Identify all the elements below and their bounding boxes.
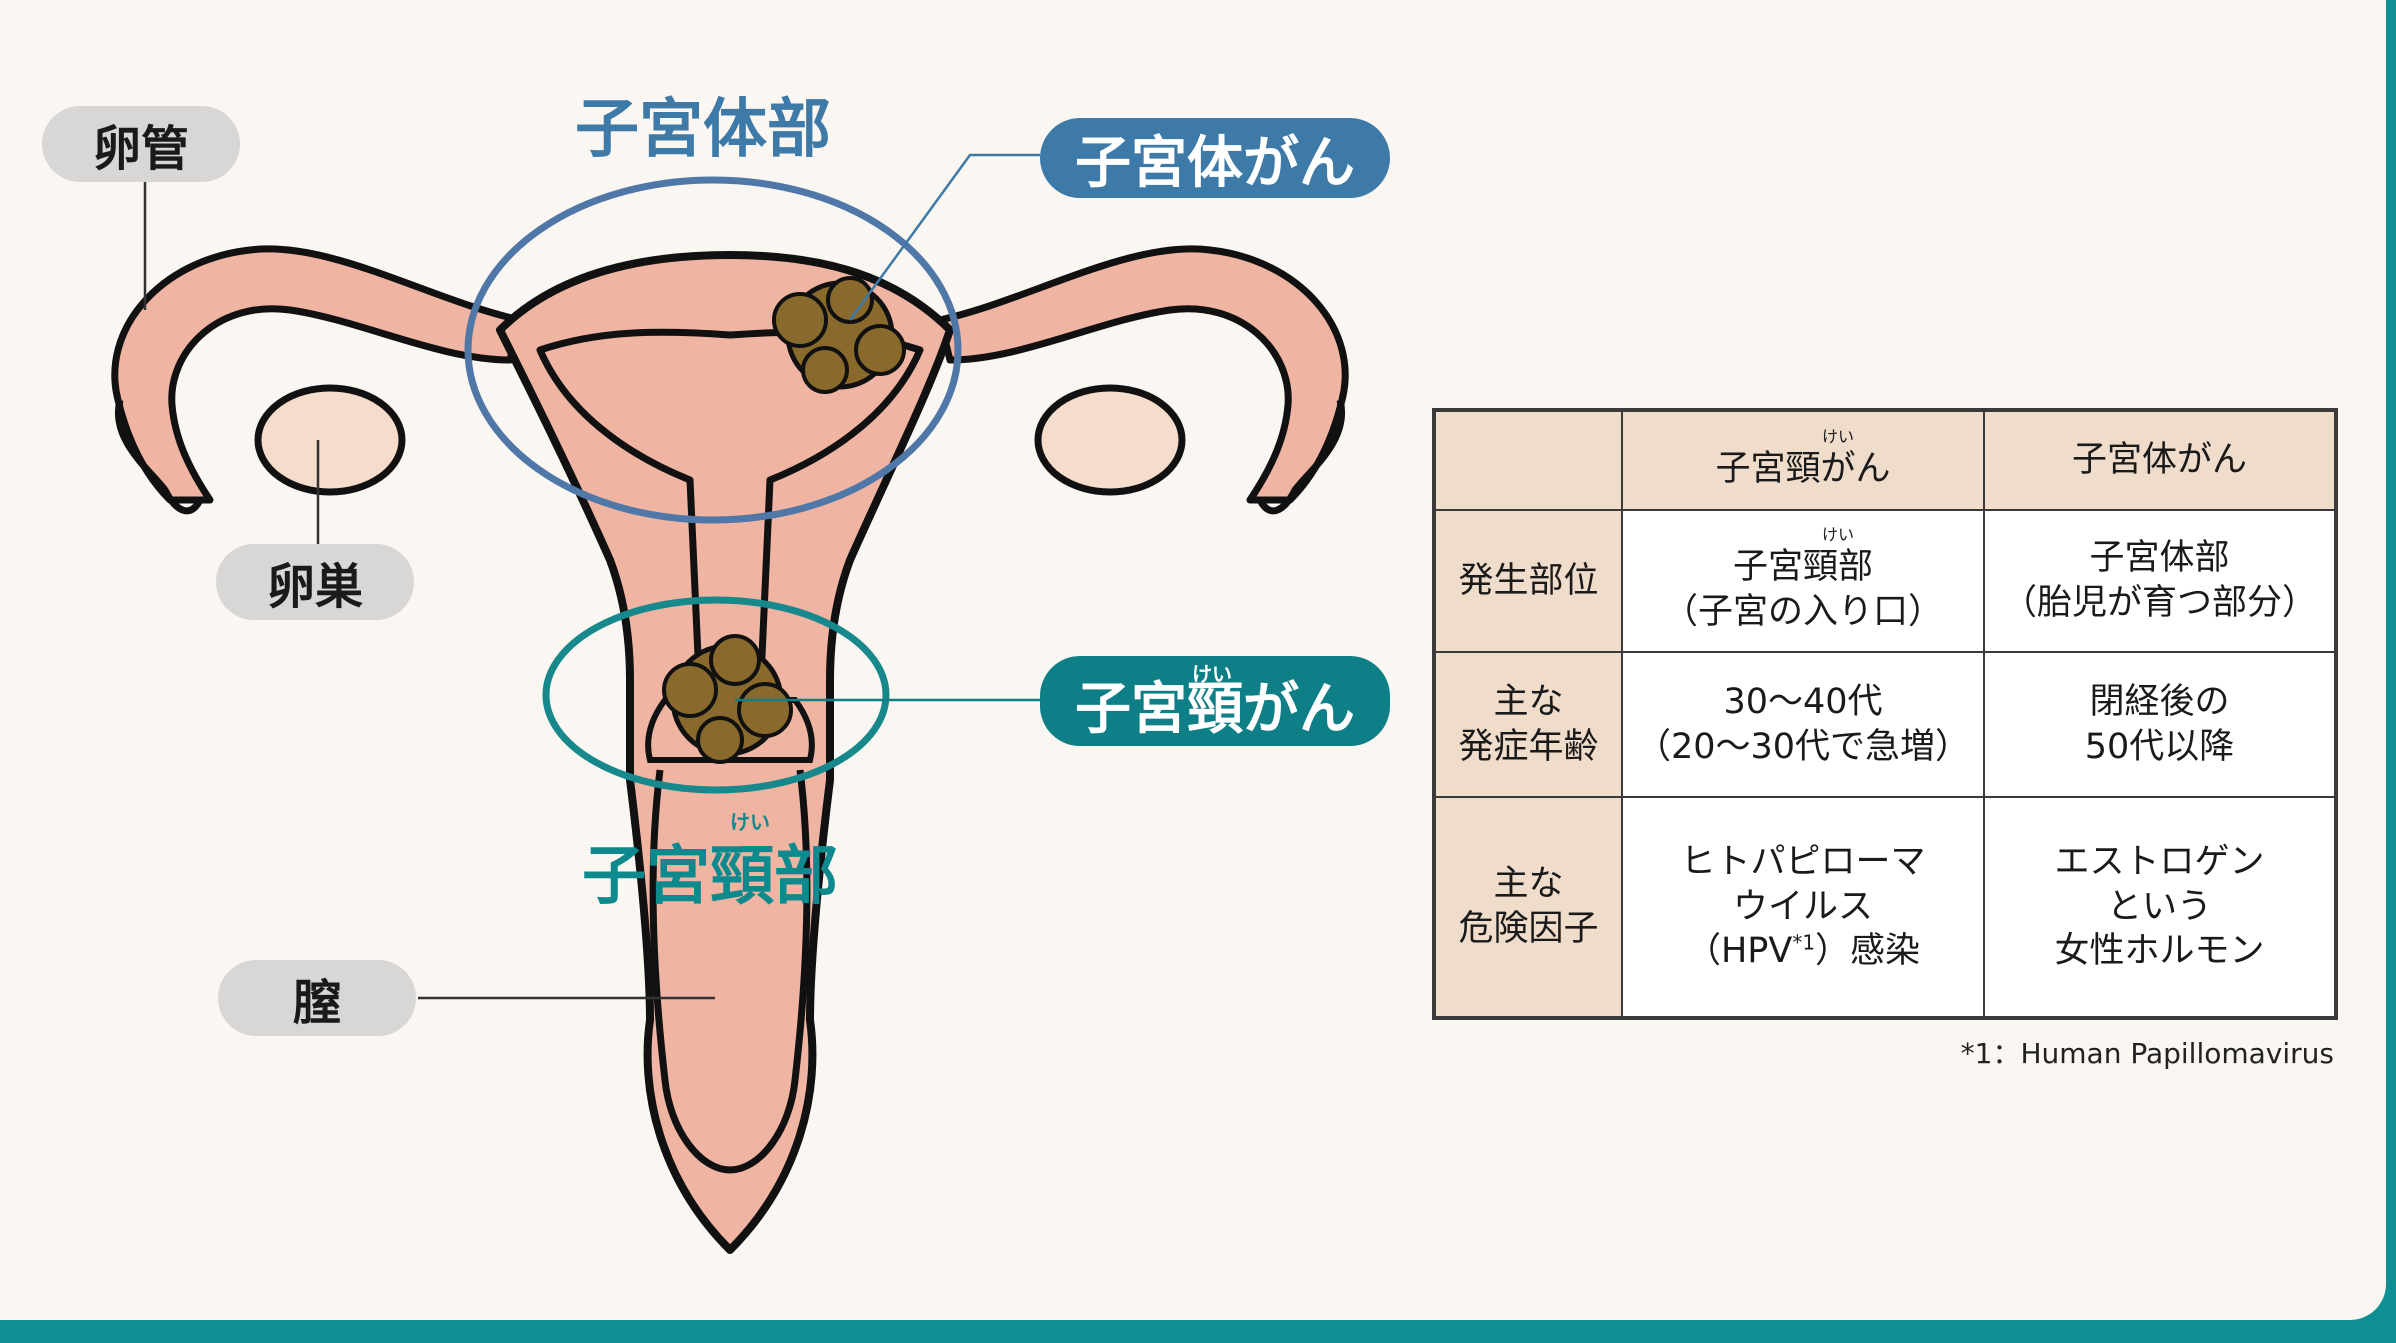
fallopian-tube-label: 卵管 bbox=[42, 106, 240, 182]
illustration-panel: 卵管 卵巣 膣 子宮体部 けい 子宮頸部 子宮体がん けい 子宮頸がん けい 子… bbox=[0, 0, 2386, 1320]
leader-uterine-body-cancer bbox=[848, 153, 1040, 321]
uterine-body-cancer-label: 子宮体がん bbox=[1040, 118, 1390, 198]
header-cervical-cancer: けい 子宮頸がん bbox=[1621, 409, 1985, 511]
cervix-label: 子宮頸部 bbox=[582, 840, 838, 914]
uterine-body-label: 子宮体部 bbox=[575, 93, 831, 167]
fallopian-tube-right bbox=[936, 245, 1349, 515]
table-row: 主な 危険因子 ヒトパピローマ ウイルス （HPV*1）感染 エストロゲン とい… bbox=[1433, 796, 2337, 1019]
uterine-body-ring bbox=[464, 176, 962, 524]
cell-cervical-age: 30〜40代 （20〜30代で急増） bbox=[1621, 651, 1985, 798]
row-label-onset-age: 主な 発症年齢 bbox=[1433, 651, 1623, 798]
ovary-right bbox=[1034, 384, 1186, 496]
ovary-label: 卵巣 bbox=[216, 544, 414, 620]
cervical-cancer-label: けい 子宮頸がん bbox=[1040, 656, 1390, 746]
ovary-left bbox=[254, 384, 406, 496]
cell-cervical-site: けい 子宮頸部 （子宮の入り口） bbox=[1621, 509, 1985, 653]
vaginal-canal bbox=[649, 769, 811, 1174]
uterus-diagram bbox=[111, 153, 1349, 1254]
table-row: 発生部位 けい 子宮頸部 （子宮の入り口） 子宮体部 （胎児が育つ部分） bbox=[1433, 509, 2337, 653]
table-corner bbox=[1433, 409, 1623, 511]
row-label-risk-factor: 主な 危険因子 bbox=[1433, 796, 1623, 1019]
comparison-table: けい 子宮頸がん 子宮体がん 発生部位 けい 子宮頸部 （子宮の入り口） 子宮体… bbox=[1432, 408, 2338, 1020]
cell-cervical-risk: ヒトパピローマ ウイルス （HPV*1）感染 bbox=[1621, 796, 1985, 1019]
table-row: 主な 発症年齢 30〜40代 （20〜30代で急増） 閉経後の 50代以降 bbox=[1433, 651, 2337, 798]
header-uterine-body-cancer: 子宮体がん bbox=[1983, 409, 2337, 511]
footnote: *1：Human Papillomavirus bbox=[1960, 1037, 2334, 1070]
cervix-ring bbox=[542, 596, 890, 794]
row-label-site: 発生部位 bbox=[1433, 509, 1623, 653]
uterine-body-tumor bbox=[772, 276, 906, 394]
cervical-cancer-text: 子宮頸がん bbox=[1075, 676, 1355, 742]
cell-body-site: 子宮体部 （胎児が育つ部分） bbox=[1983, 509, 2337, 653]
cervix-ruby: けい bbox=[730, 810, 770, 834]
vagina-label: 膣 bbox=[218, 960, 416, 1036]
cell-body-age: 閉経後の 50代以降 bbox=[1983, 651, 2337, 798]
cell-body-risk: エストロゲン という 女性ホルモン bbox=[1983, 796, 2337, 1019]
cervical-cancer-ruby: けい bbox=[1192, 662, 1232, 686]
fallopian-tube-left bbox=[111, 245, 524, 515]
